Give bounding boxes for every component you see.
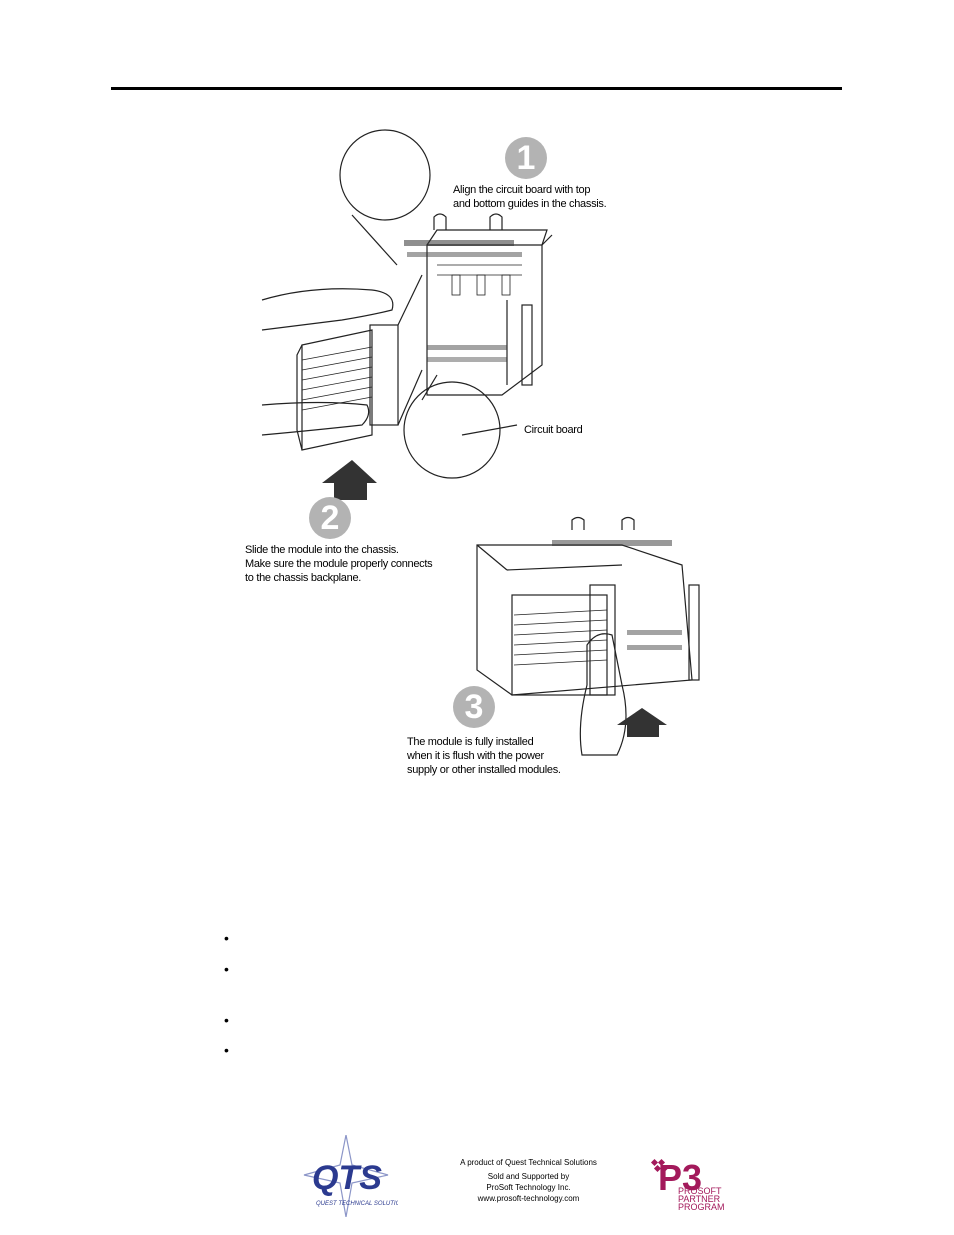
- svg-text:QTS: QTS: [312, 1159, 382, 1197]
- step-2-badge: 2: [309, 497, 351, 539]
- bullet-4: •: [224, 1042, 229, 1058]
- caption-line: when it is flush with the power: [407, 750, 544, 762]
- circuit-board-label: Circuit board: [524, 424, 583, 436]
- footer-text: A product of Quest Technical Solutions S…: [446, 1157, 611, 1204]
- caption-line: The module is fully installed: [407, 736, 534, 748]
- qts-logo: QTS QUEST TECHNICAL SOLUTIONS: [298, 1134, 409, 1218]
- caption-line: to the chassis backplane.: [245, 572, 362, 584]
- step-1-caption: Align the circuit board with top and bot…: [453, 183, 607, 211]
- module-installation-illustration: [261, 129, 700, 756]
- svg-text:PROGRAM: PROGRAM: [678, 1202, 725, 1212]
- step-2-caption: Slide the module into the chassis. Make …: [245, 543, 433, 585]
- caption-line: Align the circuit board with top: [453, 184, 591, 196]
- installation-figure: 1 Align the circuit board with top and b…: [222, 125, 732, 785]
- svg-text:PROSOFT: PROSOFT: [678, 1186, 722, 1196]
- svg-text:QUEST TECHNICAL SOLUTIONS: QUEST TECHNICAL SOLUTIONS: [316, 1201, 398, 1207]
- header-rule: [111, 87, 842, 90]
- bullet-3: •: [224, 1012, 229, 1028]
- bullet-1: •: [224, 930, 229, 946]
- footer-line: Sold and Supported by: [487, 1172, 570, 1181]
- step-3-caption: The module is fully installed when it is…: [407, 735, 561, 777]
- zoom-detail-bottom: [403, 381, 501, 479]
- footer-line: ProSoft Technology Inc.: [486, 1183, 571, 1192]
- bullet-2: •: [224, 961, 229, 977]
- caption-line: Slide the module into the chassis.: [245, 544, 399, 556]
- footer-line: www.prosoft-technology.com: [477, 1194, 580, 1203]
- p3-partner-logo: P3 PROSOFT PARTNER PROGRAM: [650, 1156, 730, 1212]
- svg-text:PARTNER: PARTNER: [678, 1194, 721, 1204]
- footer-line: A product of Quest Technical Solutions: [460, 1158, 597, 1167]
- step-3-badge: 3: [453, 686, 495, 728]
- svg-text:P3: P3: [658, 1157, 702, 1198]
- zoom-detail-top: [339, 129, 431, 221]
- caption-line: and bottom guides in the chassis.: [453, 198, 607, 210]
- caption-line: Make sure the module properly connects: [245, 558, 433, 570]
- step-1-badge: 1: [505, 137, 547, 179]
- caption-line: supply or other installed modules.: [407, 764, 561, 776]
